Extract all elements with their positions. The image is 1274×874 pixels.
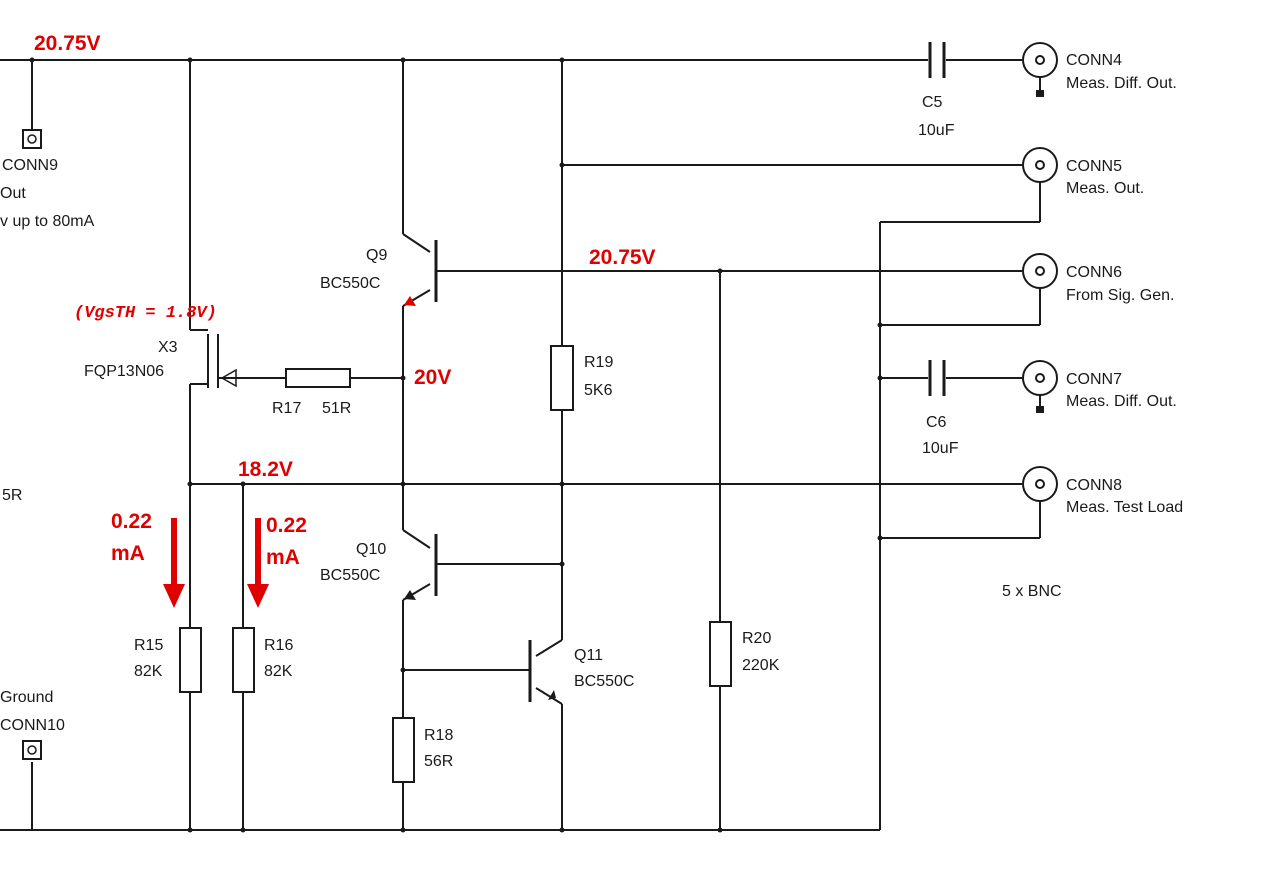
conn7-ref: CONN7 bbox=[1066, 371, 1122, 388]
r16-value: 82K bbox=[264, 663, 293, 680]
conn5-desc: Meas. Out. bbox=[1066, 180, 1144, 197]
resistor-r20-body bbox=[709, 621, 732, 687]
conn7-desc: Meas. Diff. Out. bbox=[1066, 393, 1177, 410]
voltage-mid-rail: 18.2V bbox=[238, 458, 293, 481]
bnc-conn7-symbol bbox=[1022, 360, 1058, 413]
q11-value: BC550C bbox=[574, 673, 634, 690]
q9-ref: Q9 bbox=[366, 247, 387, 264]
q10-ref: Q10 bbox=[356, 541, 386, 558]
x3-ref: X3 bbox=[158, 339, 178, 356]
c5-value: 10uF bbox=[918, 122, 955, 139]
resistor-r17-body bbox=[285, 368, 351, 388]
conn10-ref: CONN10 bbox=[0, 717, 65, 734]
r20-ref: R20 bbox=[742, 630, 771, 647]
wires bbox=[0, 59, 1041, 831]
r18-ref: R18 bbox=[424, 727, 453, 744]
resistor-r18-body bbox=[392, 717, 415, 783]
conn6-desc: From Sig. Gen. bbox=[1066, 287, 1174, 304]
junction-dots bbox=[29, 57, 883, 833]
current-arrow-r16 bbox=[247, 518, 269, 608]
resistor-r16-body bbox=[232, 627, 255, 693]
bnc-count-note: 5 x BNC bbox=[1002, 583, 1062, 600]
conn8-desc: Meas. Test Load bbox=[1066, 499, 1183, 516]
conn10-line1: Ground bbox=[0, 689, 53, 706]
conn8-ref: CONN8 bbox=[1066, 477, 1122, 494]
c6-ref: C6 bbox=[926, 414, 947, 431]
r18-value: 56R bbox=[424, 753, 453, 770]
transistor-q11-symbol bbox=[528, 640, 556, 702]
conn9-line3: v up to 80mA bbox=[0, 213, 95, 230]
r20-value: 220K bbox=[742, 657, 780, 674]
r19-ref: R19 bbox=[584, 354, 613, 371]
r17-value: 51R bbox=[322, 400, 351, 417]
bnc-conn6-symbol bbox=[1022, 253, 1058, 289]
current-r16-value: 0.22 bbox=[266, 514, 307, 537]
r15-value: 82K bbox=[134, 663, 163, 680]
conn9-line2: Out bbox=[0, 185, 26, 202]
capacitor-c5-symbol bbox=[928, 42, 946, 78]
voltage-top-rail: 20.75V bbox=[34, 32, 101, 55]
r17-ref: R17 bbox=[272, 400, 301, 417]
q10-value: BC550C bbox=[320, 567, 380, 584]
conn10-pad-symbol bbox=[22, 740, 42, 760]
transistor-q9-symbol bbox=[404, 240, 438, 306]
partial-resistor-value: 5R bbox=[2, 487, 22, 504]
capacitor-c6-symbol bbox=[928, 360, 946, 396]
bnc-conn4-symbol bbox=[1022, 42, 1058, 97]
q9-value: BC550C bbox=[320, 275, 380, 292]
r19-value: 5K6 bbox=[584, 382, 613, 399]
voltage-gate-node: 20V bbox=[414, 366, 451, 389]
bnc-conn5-symbol bbox=[1022, 147, 1058, 183]
current-r15-unit: mA bbox=[111, 542, 145, 565]
x3-value: FQP13N06 bbox=[84, 363, 164, 380]
conn9-ref: CONN9 bbox=[2, 157, 58, 174]
r16-ref: R16 bbox=[264, 637, 293, 654]
c5-ref: C5 bbox=[922, 94, 943, 111]
c6-value: 10uF bbox=[922, 440, 959, 457]
conn6-ref: CONN6 bbox=[1066, 264, 1122, 281]
q11-ref: Q11 bbox=[574, 647, 603, 664]
current-r16-unit: mA bbox=[266, 546, 300, 569]
voltage-q9-base: 20.75V bbox=[589, 246, 656, 269]
transistor-q10-symbol bbox=[404, 534, 438, 600]
conn9-pad-symbol bbox=[22, 129, 42, 149]
bnc-conn8-symbol bbox=[1022, 466, 1058, 502]
conn4-ref: CONN4 bbox=[1066, 52, 1122, 69]
vgs-threshold-note: (VgsTH = 1.8V) bbox=[74, 304, 217, 323]
resistor-r15-body bbox=[179, 627, 202, 693]
r15-ref: R15 bbox=[134, 637, 163, 654]
current-arrow-r15 bbox=[163, 518, 185, 608]
mosfet-x3-symbol bbox=[207, 334, 237, 388]
current-r15-value: 0.22 bbox=[111, 510, 152, 533]
conn4-desc: Meas. Diff. Out. bbox=[1066, 75, 1177, 92]
conn5-ref: CONN5 bbox=[1066, 158, 1122, 175]
resistor-r19-body bbox=[550, 345, 574, 411]
